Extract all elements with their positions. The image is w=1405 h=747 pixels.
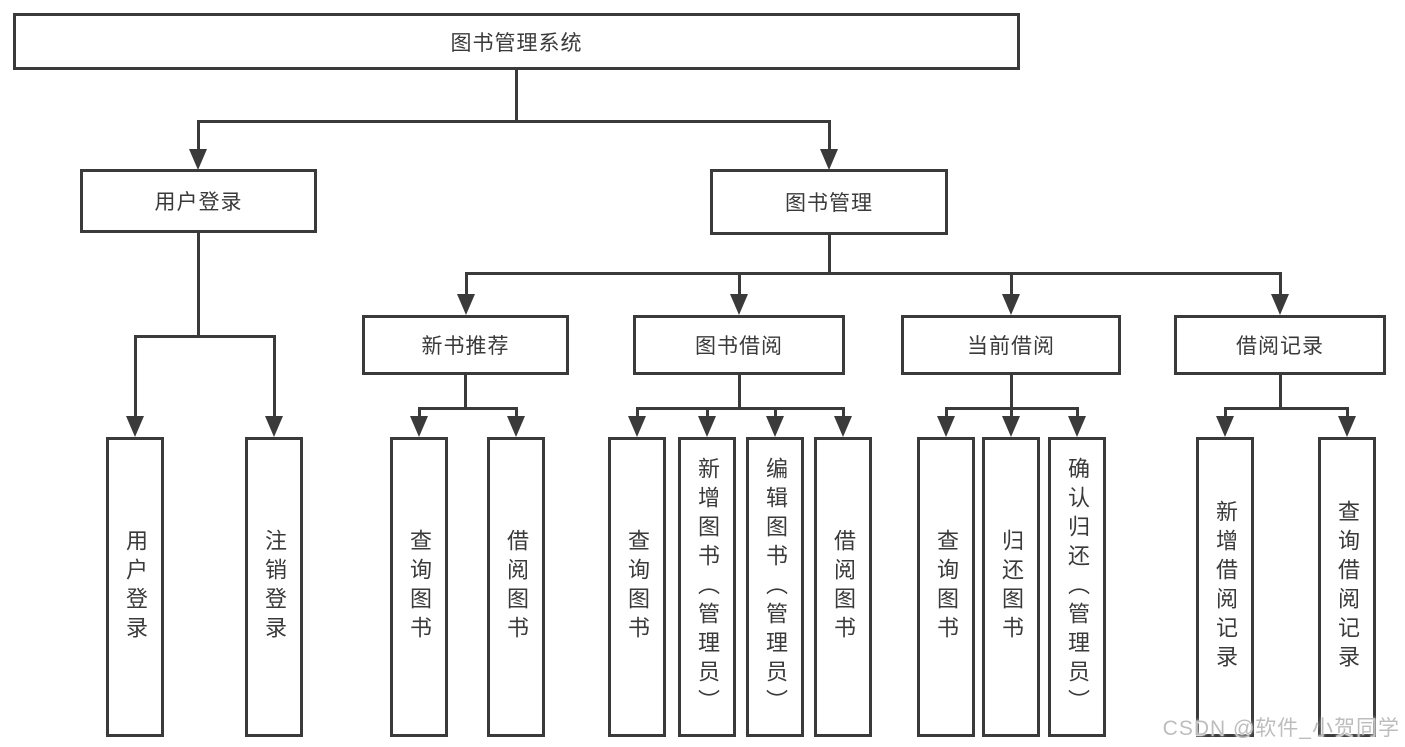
leaf-add-book-admin-label: 新增图书（管理员）	[695, 456, 720, 718]
leaf-edit-book-admin-label: 编辑图书（管理员）	[763, 456, 788, 718]
arrow-down-icon	[1271, 294, 1289, 315]
leaf-query-books-recommend-label: 查询图书	[407, 529, 432, 645]
connector-line	[706, 407, 709, 419]
leaf-borrow-books-recommend: 借阅图书	[487, 437, 545, 737]
connector-line	[197, 120, 200, 153]
arrow-down-icon	[820, 149, 838, 170]
node-root: 图书管理系统	[13, 13, 1020, 70]
arrow-down-icon	[265, 416, 283, 437]
connector-line	[1224, 407, 1227, 419]
connector-line	[464, 375, 467, 408]
connector-line	[828, 235, 831, 272]
leaf-query-books-current-label: 查询图书	[934, 529, 959, 645]
node-current-borrowing: 当前借阅	[901, 315, 1121, 375]
arrow-down-icon	[834, 416, 852, 437]
arrow-down-icon	[1216, 416, 1234, 437]
connector-line	[1010, 272, 1013, 297]
node-book-management: 图书管理	[710, 169, 948, 235]
leaf-query-books-recommend: 查询图书	[390, 437, 448, 737]
connector-line	[197, 120, 831, 123]
arrow-down-icon	[1068, 416, 1086, 437]
node-new-book-recommend-label: 新书推荐	[421, 335, 510, 358]
connector-line	[418, 407, 421, 419]
leaf-query-borrow-record: 查询借阅记录	[1318, 437, 1376, 737]
connector-line	[945, 407, 948, 419]
connector-line	[465, 272, 1281, 275]
arrow-down-icon	[628, 416, 646, 437]
connector-line	[134, 335, 137, 419]
leaf-add-book-admin: 新增图书（管理员）	[678, 437, 736, 737]
leaf-query-books-current: 查询图书	[917, 437, 975, 737]
node-root-label: 图书管理系统	[450, 31, 583, 55]
connector-line	[515, 70, 518, 120]
connector-line	[1010, 407, 1013, 419]
arrow-down-icon	[730, 294, 748, 315]
arrow-down-icon	[410, 416, 428, 437]
connector-line	[1279, 272, 1282, 297]
leaf-query-books-borrowing: 查询图书	[608, 437, 666, 737]
leaf-confirm-return-admin-label: 确认归还（管理员）	[1065, 456, 1090, 718]
connector-line	[465, 272, 468, 297]
leaf-query-books-borrowing-label: 查询图书	[625, 529, 650, 645]
leaf-user-login: 用户登录	[106, 437, 164, 737]
leaf-borrow-books-borrowing-label: 借阅图书	[831, 529, 856, 645]
node-current-borrowing-label: 当前借阅	[967, 335, 1055, 358]
node-borrowing-records: 借阅记录	[1174, 315, 1386, 375]
node-borrowing-records-label: 借阅记录	[1236, 335, 1324, 358]
node-user-login: 用户登录	[80, 169, 317, 233]
arrow-down-icon	[1338, 416, 1356, 437]
arrow-down-icon	[189, 149, 207, 170]
leaf-add-borrow-record: 新增借阅记录	[1196, 437, 1254, 737]
arrow-down-icon	[698, 416, 716, 437]
connector-line	[418, 407, 518, 410]
node-book-borrowing-label: 图书借阅	[695, 335, 783, 358]
connector-line	[636, 407, 845, 410]
connector-line	[1346, 407, 1349, 419]
arrow-down-icon	[766, 416, 784, 437]
node-book-management-label: 图书管理	[785, 192, 873, 215]
connector-line	[515, 407, 518, 419]
connector-line	[636, 407, 639, 419]
arrow-down-icon	[507, 416, 525, 437]
leaf-query-borrow-record-label: 查询借阅记录	[1335, 500, 1360, 674]
node-book-borrowing: 图书借阅	[633, 315, 845, 375]
csdn-watermark: CSDN @软件_小贺同学	[1162, 717, 1400, 740]
arrow-down-icon	[1002, 416, 1020, 437]
connector-line	[842, 407, 845, 419]
leaf-borrow-books-borrowing: 借阅图书	[814, 437, 872, 737]
leaf-logout: 注销登录	[245, 437, 303, 737]
leaf-add-borrow-record-label: 新增借阅记录	[1213, 500, 1238, 674]
arrow-down-icon	[126, 416, 144, 437]
leaf-borrow-books-recommend-label: 借阅图书	[504, 529, 529, 645]
arrow-down-icon	[937, 416, 955, 437]
connector-line	[273, 335, 276, 419]
connector-line	[1224, 407, 1349, 410]
leaf-return-book: 归还图书	[982, 437, 1040, 737]
connector-line	[1010, 375, 1013, 408]
node-user-login-label: 用户登录	[154, 191, 243, 214]
connector-line	[738, 375, 741, 408]
connector-line	[197, 233, 200, 335]
leaf-logout-label: 注销登录	[262, 529, 287, 645]
leaf-confirm-return-admin: 确认归还（管理员）	[1048, 437, 1106, 737]
connector-line	[828, 120, 831, 153]
leaf-edit-book-admin: 编辑图书（管理员）	[746, 437, 804, 737]
node-new-book-recommend: 新书推荐	[362, 315, 569, 375]
arrow-down-icon	[1002, 294, 1020, 315]
leaf-return-book-label: 归还图书	[999, 529, 1024, 645]
connector-line	[1076, 407, 1079, 419]
arrow-down-icon	[457, 294, 475, 315]
connector-line	[774, 407, 777, 419]
connector-line	[1279, 375, 1282, 408]
connector-line	[134, 335, 276, 338]
leaf-user-login-label: 用户登录	[123, 529, 148, 645]
connector-line	[738, 272, 741, 297]
